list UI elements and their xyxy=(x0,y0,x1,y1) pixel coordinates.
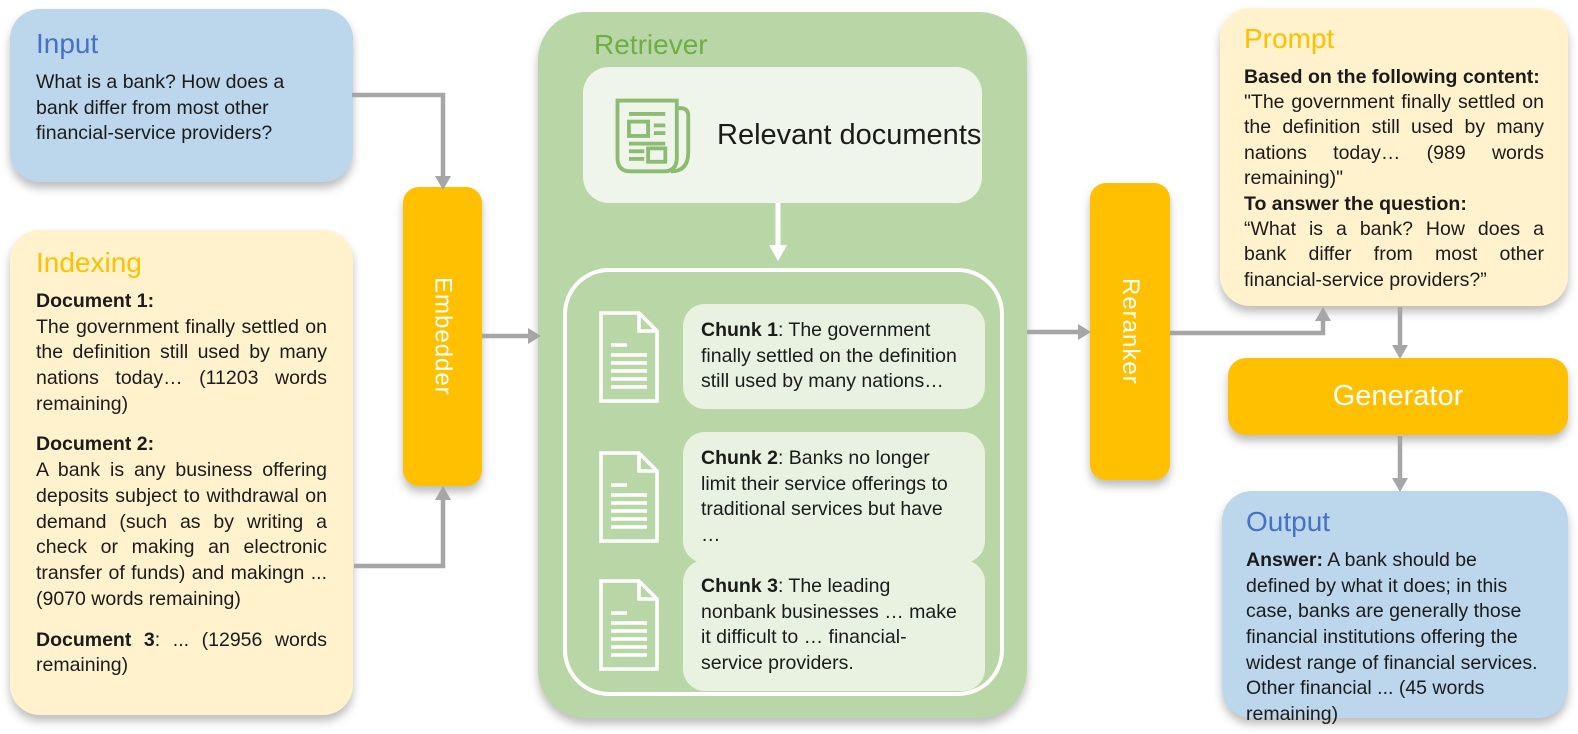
output-answer-label: Answer: xyxy=(1246,548,1323,571)
output-text: Answer: A bank should be defined by what… xyxy=(1246,548,1544,728)
retriever-title: Retriever xyxy=(594,29,708,60)
prompt-content-label: Based on the following content: xyxy=(1244,65,1540,88)
indexing-title: Indexing xyxy=(36,247,142,278)
newspaper-icon xyxy=(615,98,691,174)
prompt-question-label: To answer the question: xyxy=(1244,192,1467,215)
chunk-3-label: Chunk 3 xyxy=(701,575,778,597)
chunk-1-text: : The government finally settled on the … xyxy=(701,319,957,393)
reranker-box: Reranker xyxy=(1090,183,1170,480)
reranker-label: Reranker xyxy=(1117,278,1144,385)
arrow-reranker-to-prompt xyxy=(1170,320,1326,336)
relevant-documents-label: Relevant documents xyxy=(717,118,982,151)
chunk-2-label: Chunk 2 xyxy=(701,447,778,469)
chunk-row-1: Chunk 1: The government finally settled … xyxy=(589,304,985,410)
document-icon xyxy=(599,451,659,544)
embedder-box: Embedder xyxy=(403,187,482,486)
document-3-label: Document 3 xyxy=(36,628,155,651)
chunk-row-3: Chunk 3: The leading nonbank businesses … xyxy=(589,560,985,691)
output-title: Output xyxy=(1246,506,1331,537)
input-title: Input xyxy=(36,28,99,59)
document-2: Document 2: A bank is any business offeri… xyxy=(36,432,327,612)
chunk-1-box: Chunk 1: The government finally settled … xyxy=(683,304,985,410)
chunks-container: Chunk 1: The government finally settled … xyxy=(563,268,1004,696)
document-1: Document 1: The government finally settle… xyxy=(36,289,327,418)
generator-box: Generator xyxy=(1228,358,1568,435)
generator-label: Generator xyxy=(1332,380,1464,412)
arrow-input-to-embedder xyxy=(352,92,446,176)
output-answer-text: A bank should be defined by what it does… xyxy=(1246,548,1538,726)
prompt-box: Prompt Based on the following content: "T… xyxy=(1220,8,1568,306)
document-2-text: A bank is any business offering deposits… xyxy=(36,459,327,610)
input-box: Input What is a bank? How does a bank di… xyxy=(10,9,353,182)
retriever-box: Retriever Relevant documents xyxy=(538,12,1027,718)
chunk-2-box: Chunk 2: Banks no longer limit their ser… xyxy=(683,432,985,563)
prompt-question-text: “What is a bank? How does a bank differ … xyxy=(1244,217,1544,291)
document-3: Document 3: ... (12956 words remaining) xyxy=(36,628,327,679)
input-text: What is a bank? How does a bank differ f… xyxy=(36,70,285,145)
relevant-documents-box: Relevant documents xyxy=(583,67,982,203)
prompt-text: Based on the following content: "The gove… xyxy=(1244,65,1544,293)
document-icon xyxy=(599,579,659,672)
document-2-label: Document 2: xyxy=(36,433,155,456)
chunk-3-box: Chunk 3: The leading nonbank businesses … xyxy=(683,560,985,691)
indexing-box: Indexing Document 1: The government final… xyxy=(10,230,353,715)
document-3-text: : ... (12956 words remaining) xyxy=(36,628,327,677)
chunk-row-2: Chunk 2: Banks no longer limit their ser… xyxy=(589,432,985,563)
chunk-3-text: : The leading nonbank businesses … make … xyxy=(701,575,957,675)
prompt-title: Prompt xyxy=(1244,23,1335,54)
document-1-label: Document 1: xyxy=(36,289,155,312)
chunk-2-text: : Banks no longer limit their service of… xyxy=(701,447,948,547)
arrow-indexing-to-embedder xyxy=(354,500,446,569)
document-icon xyxy=(599,310,659,403)
chunk-1-label: Chunk 1 xyxy=(701,319,778,341)
embedder-label: Embedder xyxy=(429,277,457,396)
output-box: Output Answer: A bank should be defined … xyxy=(1222,491,1568,725)
prompt-content-text: "The government finally settled on the d… xyxy=(1244,91,1544,190)
document-1-text: The government finally settled on the de… xyxy=(36,315,327,415)
